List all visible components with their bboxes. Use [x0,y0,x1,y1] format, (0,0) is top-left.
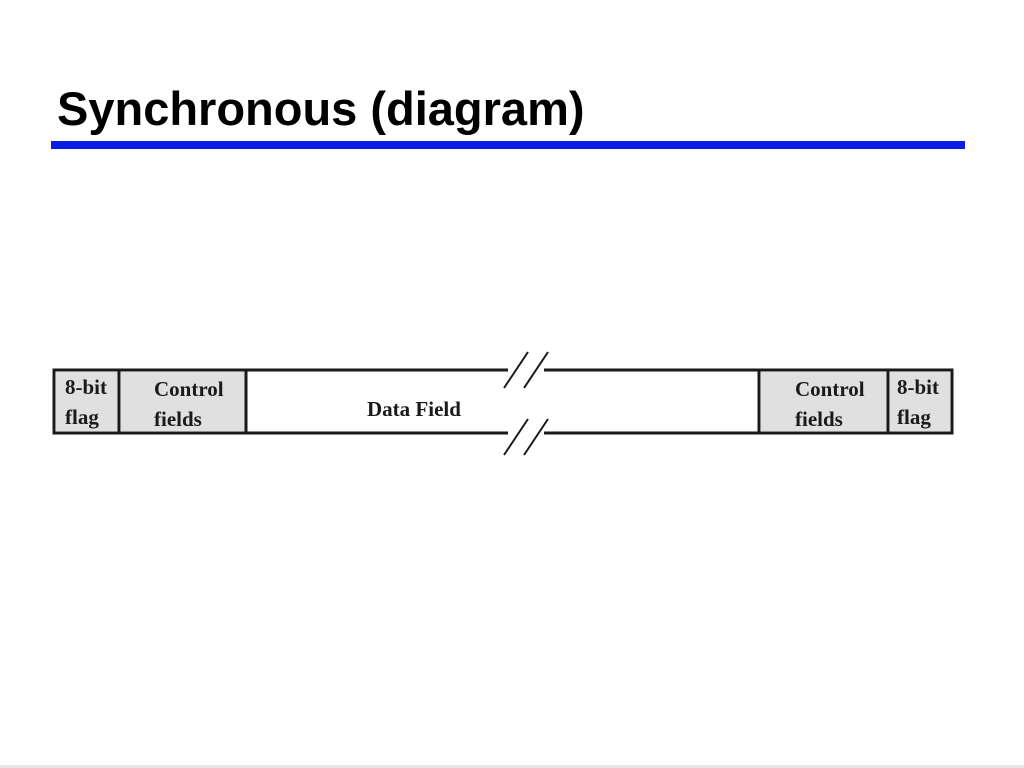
field-label-control-right-line1: Control [795,377,865,401]
field-label-8bit-right-line2: flag [897,405,931,429]
field-control-fields-right [761,372,887,431]
field-label-control-left-line2: fields [154,407,202,431]
slide-bottom-edge [0,765,1024,768]
field-label-control-right-line2: fields [795,407,843,431]
field-label-8bit-left-line1: 8-bit [65,375,107,399]
field-control-fields-left [121,372,245,431]
field-8bit-flag-right [890,372,950,431]
field-label-control-left-line1: Control [154,377,224,401]
field-label-8bit-left-line2: flag [65,405,99,429]
title-underline [51,141,965,149]
slide-title: Synchronous (diagram) [57,82,585,135]
field-label-8bit-right-line1: 8-bit [897,375,939,399]
field-8bit-flag-left [56,372,118,431]
double-slash-break-icon [503,351,549,456]
field-label-data-field: Data Field [367,397,461,421]
